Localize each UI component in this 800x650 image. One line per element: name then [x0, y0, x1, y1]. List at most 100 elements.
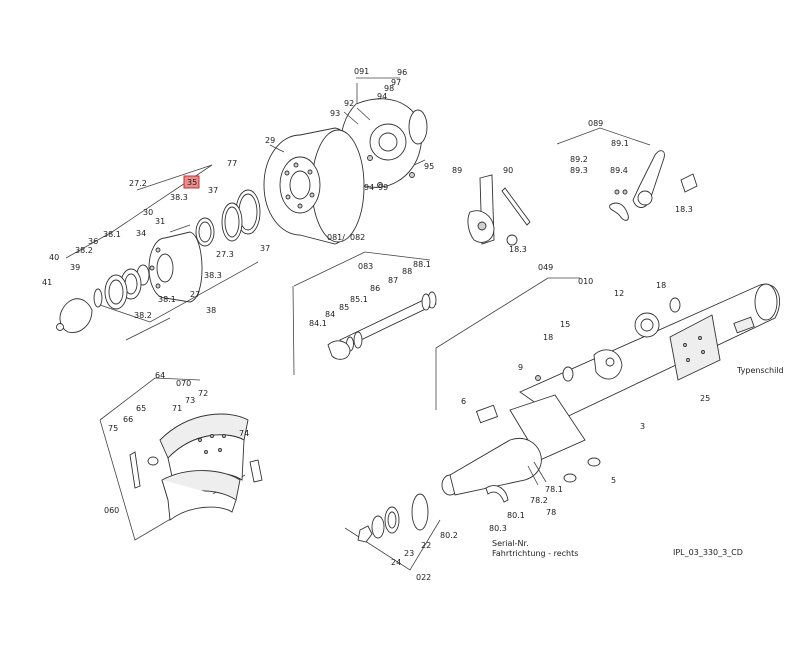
label-40: 40 [49, 253, 59, 262]
label-3: 3 [640, 422, 645, 431]
axle-assembly [435, 277, 780, 503]
label-081: 081/ [327, 233, 345, 242]
drawing-id: IPL_03_330_3_CD [673, 548, 743, 557]
label-93: 93 [330, 109, 340, 118]
brake-drum [263, 127, 365, 245]
label-37b: 37 [260, 244, 270, 253]
label-35: 35 [187, 178, 197, 187]
label-86: 86 [370, 284, 380, 293]
label-29: 29 [265, 136, 275, 145]
label-30: 30 [143, 208, 153, 217]
highlight-35 [183, 175, 200, 189]
label-38-2a: 38.2 [75, 246, 93, 255]
label-89-4: 89.4 [610, 166, 628, 175]
label-24: 24 [391, 558, 401, 567]
label-80-2: 80.2 [440, 531, 458, 540]
label-94b: 94 [364, 183, 374, 192]
hub-callout-lines [65, 164, 259, 341]
label-38-1b: 38.1 [158, 295, 176, 304]
label-92: 92 [344, 99, 354, 108]
label-64: 64 [155, 371, 165, 380]
label-12: 12 [614, 289, 624, 298]
label-87: 87 [388, 276, 398, 285]
note-direction: Fahrtrichtung - rechts [492, 549, 578, 558]
label-38-2b: 38.2 [134, 311, 152, 320]
label-38-3a: 38.3 [170, 193, 188, 202]
label-84: 84 [325, 310, 335, 319]
label-95: 95 [424, 162, 434, 171]
label-90: 90 [503, 166, 513, 175]
label-88: 88 [402, 267, 412, 276]
label-89: 89 [452, 166, 462, 175]
label-78-2: 78.2 [530, 496, 548, 505]
label-36: 36 [88, 237, 98, 246]
label-39: 39 [70, 263, 80, 272]
label-41: 41 [42, 278, 52, 287]
label-73: 73 [185, 396, 195, 405]
label-97: 97 [391, 78, 401, 87]
note-serial: Serial-Nr. [492, 539, 529, 548]
label-082: 082 [350, 233, 365, 242]
label-37a: 37 [208, 186, 218, 195]
brake-lever-group [467, 174, 531, 246]
label-18a: 18 [656, 281, 666, 290]
label-9: 9 [518, 363, 523, 372]
label-31: 31 [155, 217, 165, 226]
label-089: 089 [588, 119, 603, 128]
label-23: 23 [404, 549, 414, 558]
label-34: 34 [136, 229, 146, 238]
label-74: 74 [239, 429, 249, 438]
label-66: 66 [123, 415, 133, 424]
label-77: 77 [227, 159, 237, 168]
spindle-nut-group [344, 493, 441, 571]
part-labels: 091 96 97 98 94 92 93 95 94 99 29 77 35 … [42, 67, 784, 582]
label-78: 78 [546, 508, 556, 517]
label-15: 15 [560, 320, 570, 329]
label-96: 96 [397, 68, 407, 77]
label-84-1: 84.1 [309, 319, 327, 328]
label-060: 060 [104, 506, 119, 515]
hub-assembly [56, 189, 261, 333]
label-022: 022 [416, 573, 431, 582]
label-18b: 18 [543, 333, 553, 342]
label-72: 72 [198, 389, 208, 398]
label-6: 6 [461, 397, 466, 406]
label-80-1: 80.1 [507, 511, 525, 520]
label-99: 99 [378, 183, 388, 192]
label-38-1a: 38.1 [103, 230, 121, 239]
label-18-3b: 18.3 [509, 245, 527, 254]
label-88-1: 88.1 [413, 260, 431, 269]
label-22: 22 [421, 541, 431, 550]
label-27-3: 27.3 [216, 250, 234, 259]
label-85: 85 [339, 303, 349, 312]
label-78-1: 78.1 [545, 485, 563, 494]
label-070: 070 [176, 379, 191, 388]
label-091: 091 [354, 67, 369, 76]
label-38: 38 [206, 306, 216, 315]
label-27-2: 27.2 [129, 179, 147, 188]
label-083: 083 [358, 262, 373, 271]
label-010: 010 [578, 277, 593, 286]
label-85-1: 85.1 [350, 295, 368, 304]
label-5: 5 [611, 476, 616, 485]
label-38-3b: 38.3 [204, 271, 222, 280]
label-89-2: 89.2 [570, 155, 588, 164]
label-98: 98 [384, 84, 394, 93]
brake-shoe-group [99, 377, 263, 541]
label-94a: 94 [377, 92, 387, 101]
label-18-3a: 18.3 [675, 205, 693, 214]
label-27: 27 [190, 290, 200, 299]
label-89-3: 89.3 [570, 166, 588, 175]
label-80-3: 80.3 [489, 524, 507, 533]
label-049: 049 [538, 263, 553, 272]
label-typeplate: Typenschild [736, 366, 784, 375]
label-71: 71 [172, 404, 182, 413]
label-89-1: 89.1 [611, 139, 629, 148]
label-25: 25 [700, 394, 710, 403]
slack-adjuster-group [556, 127, 698, 221]
camshaft-group [292, 251, 437, 376]
label-65: 65 [136, 404, 146, 413]
label-75: 75 [108, 424, 118, 433]
